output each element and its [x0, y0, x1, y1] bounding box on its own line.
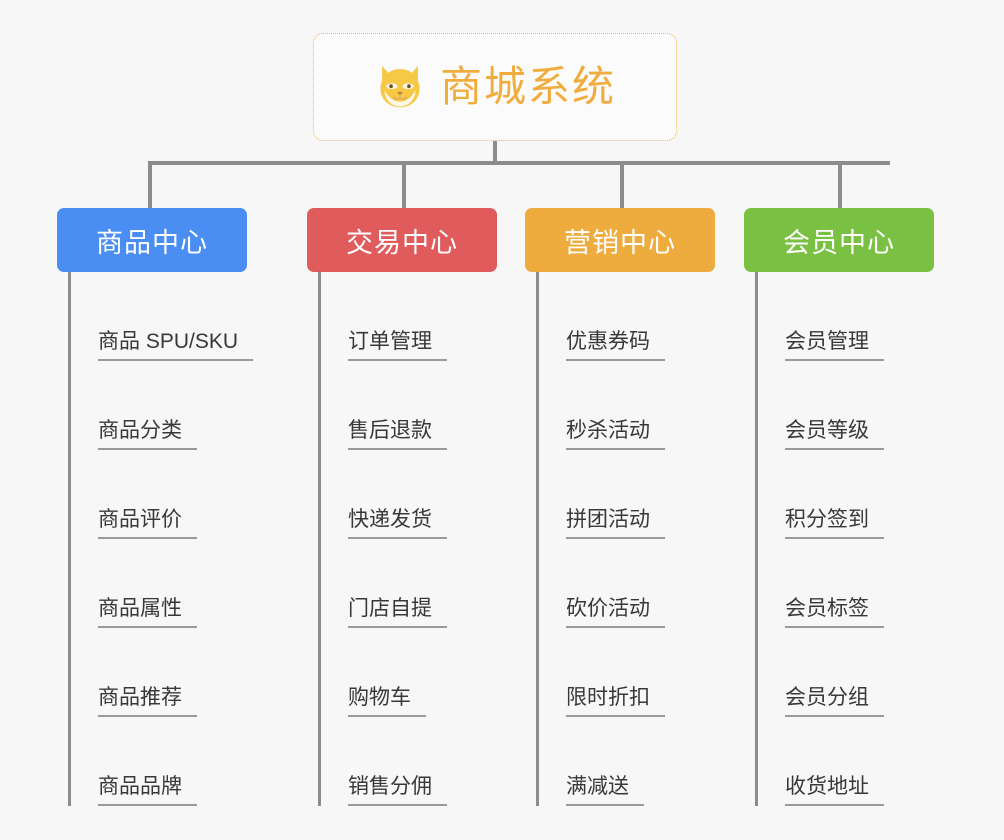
leaf-item-label: 收货地址 — [785, 775, 884, 806]
leaf-item[interactable]: 商品评价 — [71, 450, 247, 539]
connector-drop-4 — [838, 161, 842, 208]
leaf-item[interactable]: 快递发货 — [321, 450, 497, 539]
leaf-item[interactable]: 砍价活动 — [539, 539, 715, 628]
leaf-item-label: 商品 SPU/SKU — [98, 330, 254, 361]
leaf-item[interactable]: 满减送 — [539, 717, 715, 806]
leaf-item-label: 会员等级 — [785, 419, 884, 450]
leaf-item-label: 售后退款 — [348, 419, 447, 450]
leaf-item[interactable]: 商品 SPU/SKU — [71, 272, 254, 361]
category-box[interactable]: 营销中心 — [525, 208, 715, 272]
leaf-item[interactable]: 商品属性 — [71, 539, 247, 628]
leaf-item[interactable]: 销售分佣 — [321, 717, 497, 806]
connector-drop-1 — [148, 161, 152, 208]
category-column: 营销中心优惠券码秒杀活动拼团活动砍价活动限时折扣满减送 — [525, 208, 715, 806]
leaf-item-label: 积分签到 — [785, 508, 884, 539]
connector-root-stem — [493, 141, 497, 165]
leaf-item[interactable]: 会员标签 — [758, 539, 934, 628]
leaf-item-label: 商品推荐 — [98, 686, 197, 717]
leaf-item-label: 商品品牌 — [98, 775, 197, 806]
leaf-item[interactable]: 拼团活动 — [539, 450, 715, 539]
category-column: 交易中心订单管理售后退款快递发货门店自提购物车销售分佣 — [307, 208, 497, 806]
category-box[interactable]: 交易中心 — [307, 208, 497, 272]
leaf-item-label: 订单管理 — [348, 330, 447, 361]
leaf-rail: 商品 SPU/SKU 商品分类商品评价商品属性商品推荐商品品牌 — [68, 272, 254, 806]
leaf-item[interactable]: 秒杀活动 — [539, 361, 715, 450]
connector-drop-2 — [402, 161, 406, 208]
leaf-item[interactable]: 购物车 — [321, 628, 497, 717]
leaf-item-label: 快递发货 — [348, 508, 447, 539]
leaf-item-label: 优惠券码 — [566, 330, 665, 361]
shiba-dog-face-icon — [380, 65, 420, 108]
leaf-item[interactable]: 会员管理 — [758, 272, 934, 361]
category-column: 会员中心会员管理会员等级积分签到会员标签会员分组收货地址 — [744, 208, 934, 806]
leaf-item-label: 限时折扣 — [566, 686, 665, 717]
leaf-item-label: 砍价活动 — [566, 597, 665, 628]
leaf-item[interactable]: 订单管理 — [321, 272, 497, 361]
leaf-item-label: 秒杀活动 — [566, 419, 665, 450]
leaf-item-label: 满减送 — [566, 775, 644, 806]
connector-horizontal-bus — [148, 161, 890, 165]
leaf-item-label: 商品评价 — [98, 508, 197, 539]
leaf-item-label: 销售分佣 — [348, 775, 447, 806]
leaf-item-label: 门店自提 — [348, 597, 447, 628]
leaf-item-label: 商品属性 — [98, 597, 197, 628]
leaf-rail: 优惠券码秒杀活动拼团活动砍价活动限时折扣满减送 — [536, 272, 715, 806]
leaf-item-label: 会员标签 — [785, 597, 884, 628]
leaf-item[interactable]: 门店自提 — [321, 539, 497, 628]
leaf-item-label: 会员分组 — [785, 686, 884, 717]
leaf-item[interactable]: 优惠券码 — [539, 272, 715, 361]
leaf-item[interactable]: 商品推荐 — [71, 628, 247, 717]
leaf-item[interactable]: 限时折扣 — [539, 628, 715, 717]
leaf-item[interactable]: 积分签到 — [758, 450, 934, 539]
connector-drop-3 — [620, 161, 624, 208]
category-box[interactable]: 会员中心 — [744, 208, 934, 272]
leaf-item[interactable]: 收货地址 — [758, 717, 934, 806]
leaf-item[interactable]: 会员等级 — [758, 361, 934, 450]
leaf-item[interactable]: 商品分类 — [71, 361, 247, 450]
leaf-item[interactable]: 售后退款 — [321, 361, 497, 450]
leaf-rail: 会员管理会员等级积分签到会员标签会员分组收货地址 — [755, 272, 934, 806]
leaf-item-label: 商品分类 — [98, 419, 197, 450]
leaf-item-label: 拼团活动 — [566, 508, 665, 539]
leaf-item-label: 购物车 — [348, 686, 426, 717]
root-node[interactable]: 商城系统 — [313, 33, 677, 141]
category-box[interactable]: 商品中心 — [57, 208, 247, 272]
root-title: 商城系统 — [439, 63, 616, 110]
leaf-item[interactable]: 会员分组 — [758, 628, 934, 717]
category-column: 商品中心商品 SPU/SKU 商品分类商品评价商品属性商品推荐商品品牌 — [57, 208, 254, 806]
leaf-rail: 订单管理售后退款快递发货门店自提购物车销售分佣 — [318, 272, 497, 806]
leaf-item[interactable]: 商品品牌 — [71, 717, 247, 806]
leaf-item-label: 会员管理 — [785, 330, 884, 361]
